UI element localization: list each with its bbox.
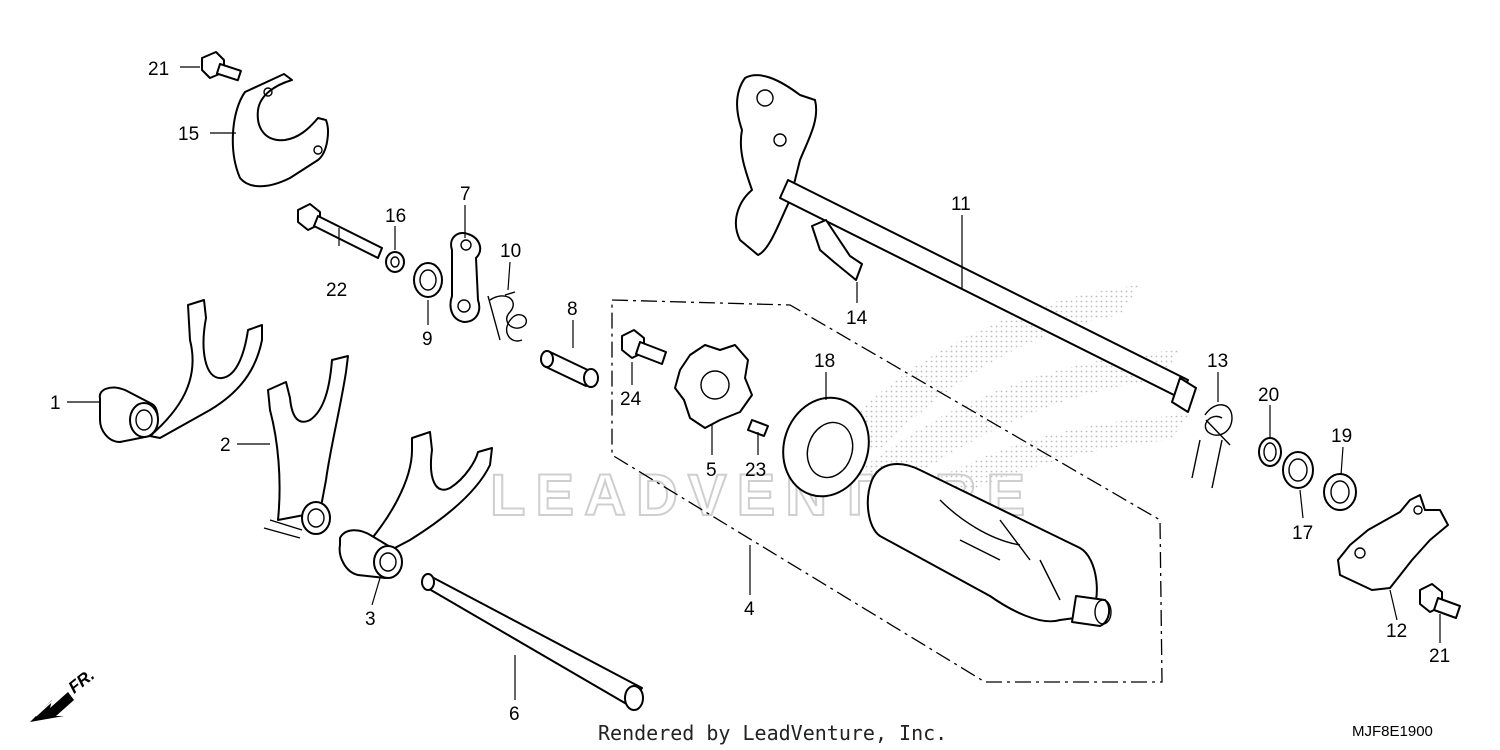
callout-2: 2 [220, 435, 231, 456]
callout-9: 9 [422, 329, 433, 350]
callout-7: 7 [460, 184, 471, 205]
shift-fork-part-1 [98, 299, 263, 443]
callout-12: 12 [1386, 621, 1407, 642]
callout-13: 13 [1207, 351, 1228, 372]
bolt-part-22 [297, 203, 383, 259]
callout-21-bottom: 21 [1429, 646, 1450, 667]
fork-shaft-part-6 [421, 573, 644, 711]
callout-17: 17 [1292, 523, 1313, 544]
callout-19: 19 [1331, 426, 1352, 447]
diagram-code: MJF8E1900 [1352, 723, 1433, 740]
front-arrow-icon [35, 693, 61, 717]
star-plate-part-5 [674, 344, 753, 429]
return-spring-part-13 [1191, 404, 1233, 489]
pin-part-23 [747, 419, 769, 437]
leader-lines [67, 66, 1441, 700]
washer-part-16 [385, 251, 405, 273]
drum-assembly-outline [611, 299, 1163, 683]
washer-part-9 [413, 262, 443, 298]
callout-20: 20 [1258, 385, 1279, 406]
callout-4: 4 [744, 599, 755, 620]
bearing-part-18 [782, 396, 870, 498]
front-label: FR. [65, 665, 98, 697]
callout-3: 3 [365, 609, 376, 630]
callout-21-top: 21 [148, 59, 169, 80]
footer-credit: Rendered by LeadVenture, Inc. [598, 721, 947, 745]
callout-1: 1 [50, 393, 61, 414]
shift-drum-part-4 [866, 463, 1112, 627]
callout-8: 8 [567, 299, 578, 320]
callout-5: 5 [706, 460, 717, 481]
callout-16: 16 [385, 206, 406, 227]
stopper-arm-part-7 [449, 232, 482, 323]
collar-part-8 [540, 350, 599, 388]
callout-6: 6 [509, 704, 520, 725]
gearshift-spindle-part-11 [734, 74, 1197, 413]
bolt-part-24 [621, 329, 667, 365]
callout-labels: 21 15 22 16 9 7 10 8 1 2 3 6 24 5 23 18 … [50, 59, 1450, 725]
callout-18: 18 [814, 351, 835, 372]
plate-part-12 [1337, 494, 1449, 591]
callout-15: 15 [178, 124, 199, 145]
bracket-part-15 [231, 73, 329, 188]
washer-part-17 [1282, 451, 1314, 489]
callout-11: 11 [951, 194, 971, 215]
callout-22: 22 [326, 280, 347, 301]
callout-24: 24 [620, 389, 642, 410]
oil-seal-part-19 [1323, 473, 1357, 511]
front-direction-marker: FR. [30, 665, 98, 722]
pin-bolt-part-14 [811, 219, 863, 281]
bolt-part-21-bottom [1419, 583, 1461, 619]
shift-fork-part-2 [263, 355, 349, 539]
spring-part-10 [487, 291, 527, 342]
circlip-part-20 [1258, 437, 1282, 467]
callout-23: 23 [745, 460, 766, 481]
callout-14: 14 [846, 308, 868, 329]
callout-10: 10 [500, 241, 521, 262]
bolt-part-21-top [201, 51, 242, 82]
shift-fork-part-3 [338, 431, 493, 579]
